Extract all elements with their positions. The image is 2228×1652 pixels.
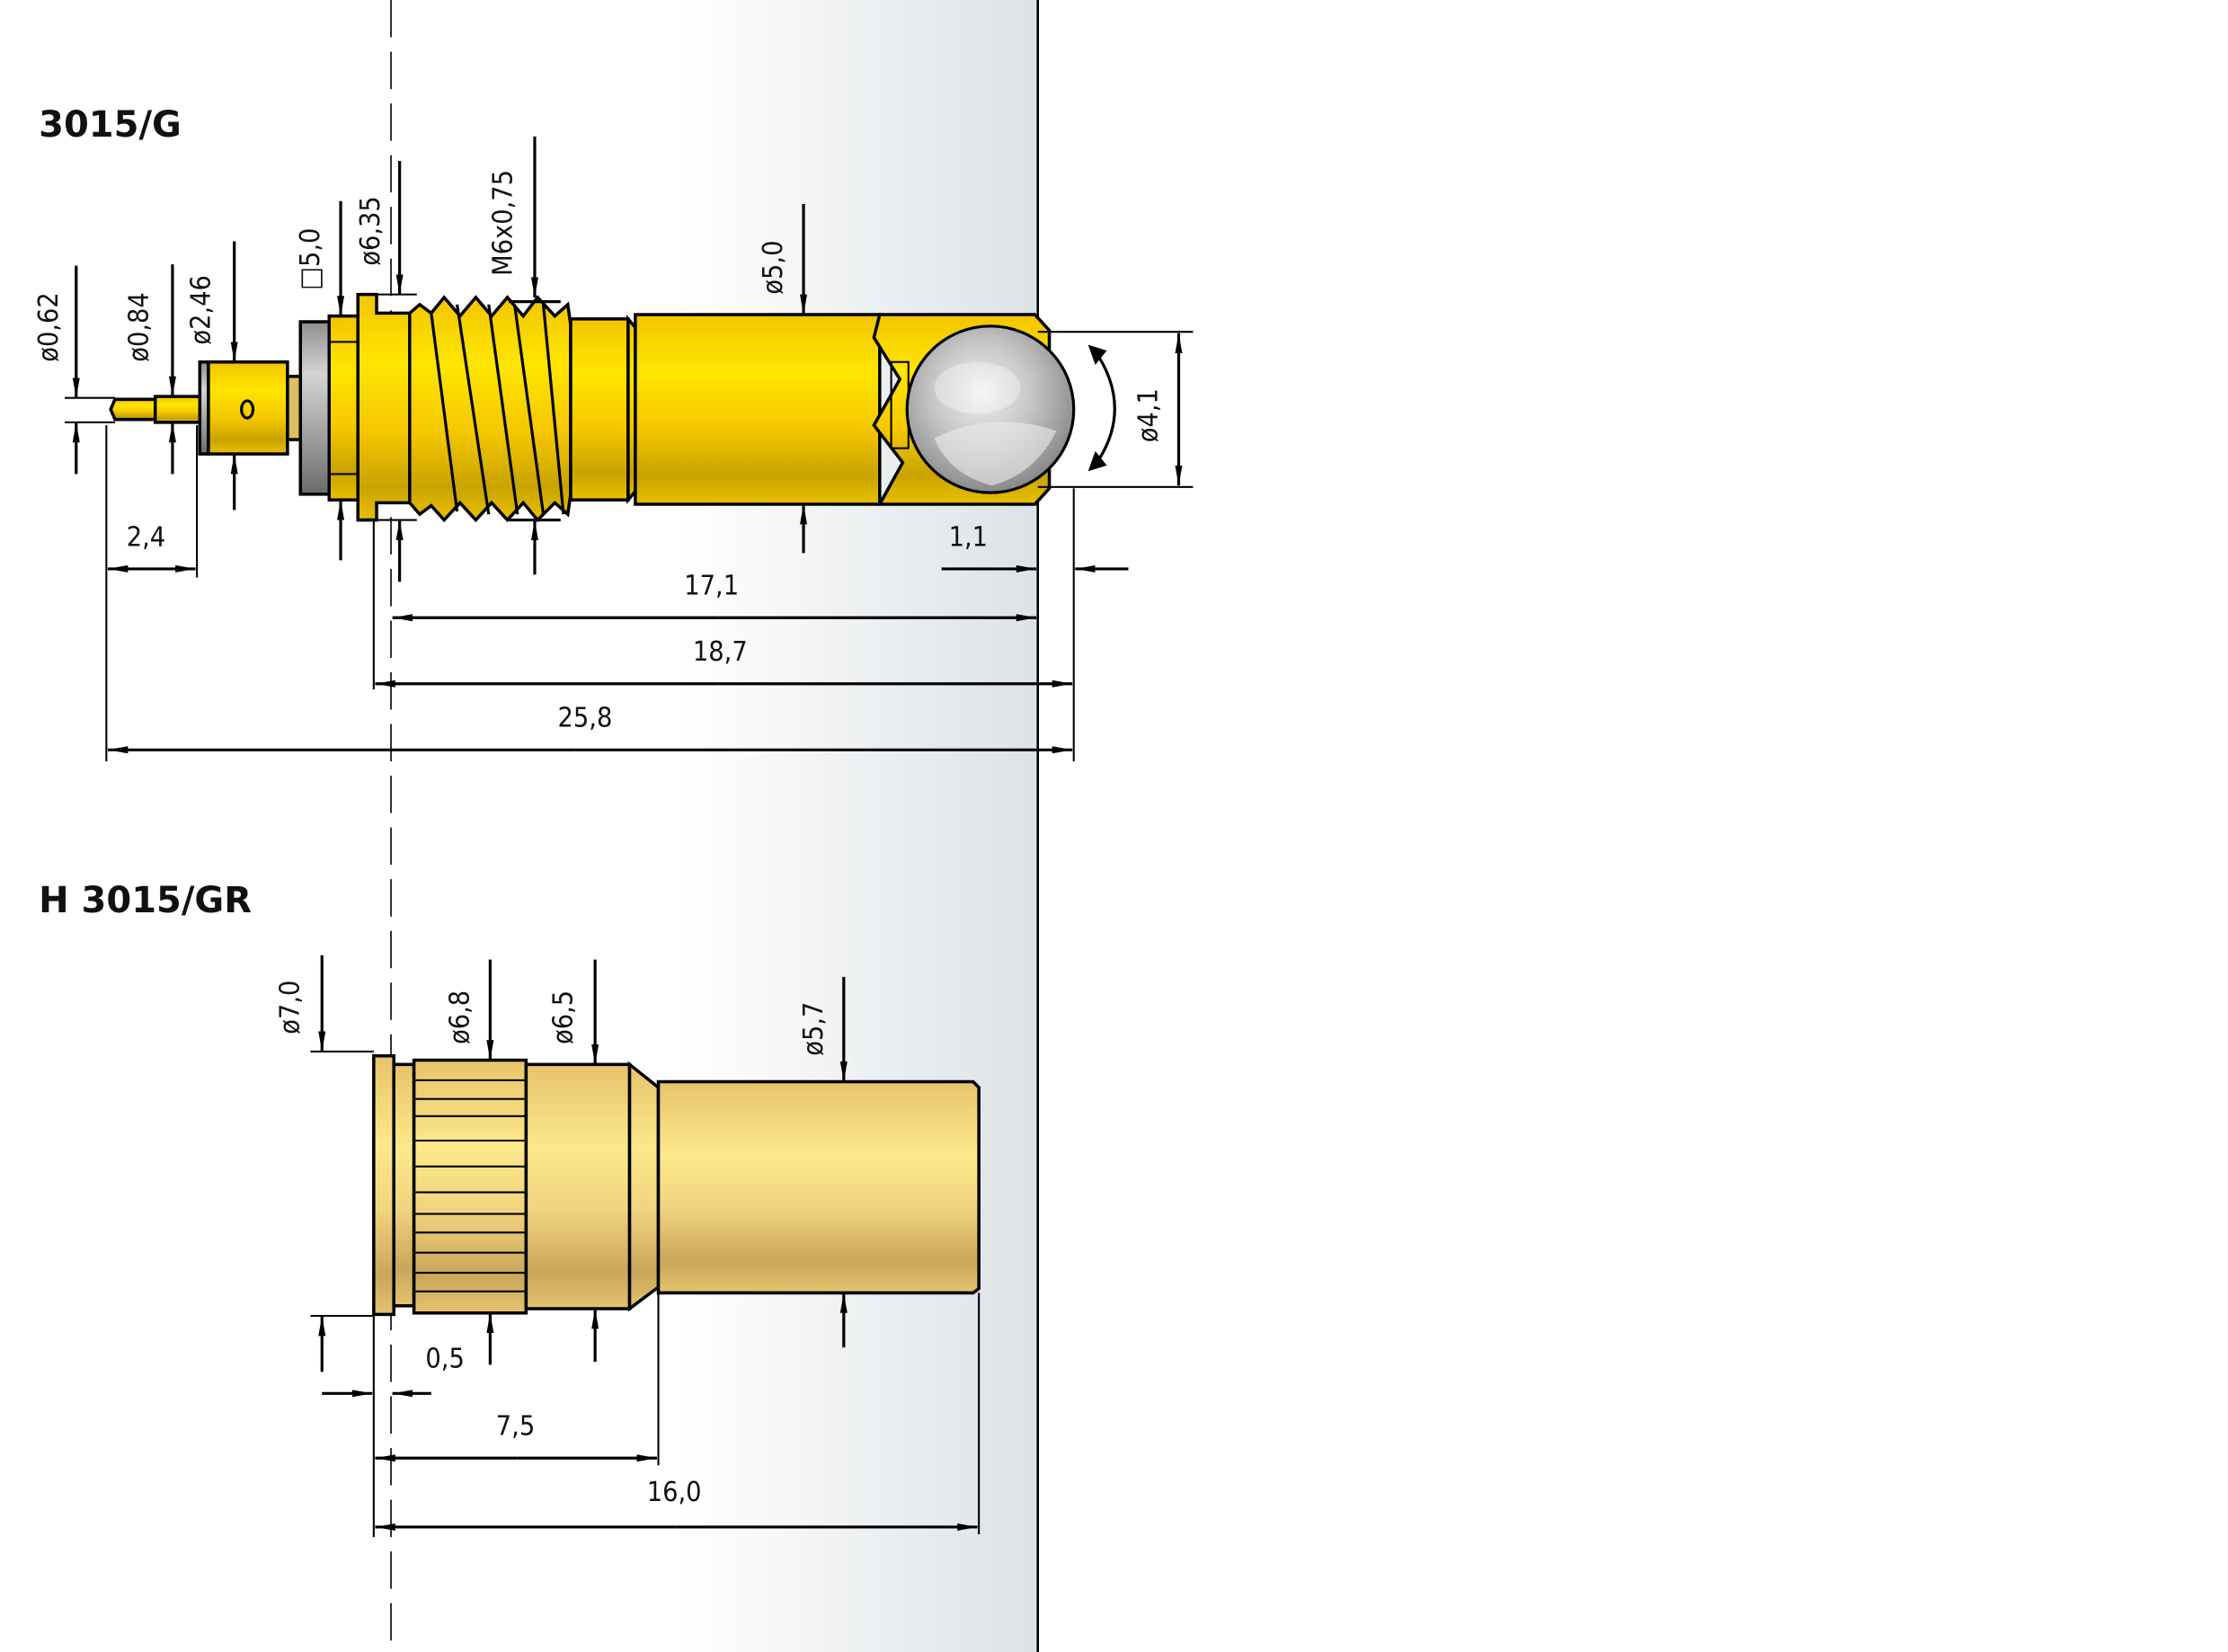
sleeve-body — [524, 1062, 632, 1310]
dim-l187: 18,7 — [372, 520, 1073, 690]
dim-l171: 17,1 — [392, 571, 1037, 622]
svg-text:17,1: 17,1 — [684, 571, 739, 602]
svg-text:18,7: 18,7 — [693, 636, 748, 668]
probe-ring — [298, 320, 332, 496]
svg-text:ø5,7: ø5,7 — [798, 1002, 830, 1056]
svg-text:ø6,8: ø6,8 — [444, 990, 475, 1044]
dim-l11: 1,1 — [941, 488, 1129, 762]
svg-text:ø6,35: ø6,35 — [355, 196, 386, 265]
svg-text:2,4: 2,4 — [127, 521, 165, 553]
dim-d68: ø6,8 — [444, 959, 494, 1365]
sleeve-knurl — [412, 1058, 528, 1315]
dim-d635: ø6,35 — [355, 161, 417, 582]
sleeve-h3015gr: H 3015/GR ø7,0 ø6,8 ø6,5 — [39, 880, 981, 1538]
svg-text:ø5,0: ø5,0 — [758, 241, 789, 295]
svg-text:□5,0: □5,0 — [295, 228, 326, 290]
svg-text:ø7,0: ø7,0 — [275, 981, 306, 1035]
probe-3015g: 3015/G — [33, 104, 1194, 762]
background-panel — [387, 0, 1038, 1652]
dim-d084: ø0,84 — [124, 264, 176, 475]
dim-l160: 16,0 — [375, 1292, 981, 1534]
svg-text:M6x0,75: M6x0,75 — [487, 170, 519, 276]
title-3015g: 3015/G — [39, 104, 182, 146]
dim-d41: ø4,1 — [1037, 331, 1194, 488]
svg-text:ø4,1: ø4,1 — [1132, 388, 1164, 442]
probe-tip — [109, 397, 164, 422]
svg-text:0,5: 0,5 — [425, 1344, 464, 1375]
dim-l258: 25,8 — [107, 703, 1073, 754]
dim-d246: ø2,46 — [185, 241, 238, 511]
probe-barrel — [569, 317, 630, 502]
title-h3015gr: H 3015/GR — [39, 880, 252, 921]
sleeve-flange — [372, 1053, 395, 1317]
svg-text:ø2,46: ø2,46 — [185, 275, 217, 344]
svg-text:ø0,84: ø0,84 — [124, 292, 155, 361]
dim-l05: 0,5 — [322, 1316, 465, 1538]
dim-l75: 7,5 — [375, 1292, 660, 1466]
svg-text:7,5: 7,5 — [496, 1411, 535, 1443]
probe-thread — [408, 295, 573, 523]
dim-d062: ø0,62 — [33, 265, 115, 475]
dim-thread: M6x0,75 — [487, 136, 538, 575]
dim-d50: ø5,0 — [758, 203, 808, 554]
sleeve-shank — [656, 1079, 981, 1295]
svg-text:16,0: 16,0 — [647, 1477, 702, 1508]
svg-text:1,1: 1,1 — [949, 521, 988, 553]
probe-flange — [356, 292, 419, 522]
dim-l24: 2,4 — [105, 425, 199, 762]
dim-d57: ø5,7 — [798, 976, 848, 1348]
dim-d65: ø6,5 — [548, 959, 599, 1363]
svg-text:25,8: 25,8 — [558, 703, 613, 734]
dim-sq50: □5,0 — [295, 200, 345, 561]
dim-d70: ø7,0 — [275, 955, 374, 1372]
svg-text:ø6,5: ø6,5 — [548, 990, 580, 1044]
svg-text:ø0,62: ø0,62 — [33, 292, 65, 361]
